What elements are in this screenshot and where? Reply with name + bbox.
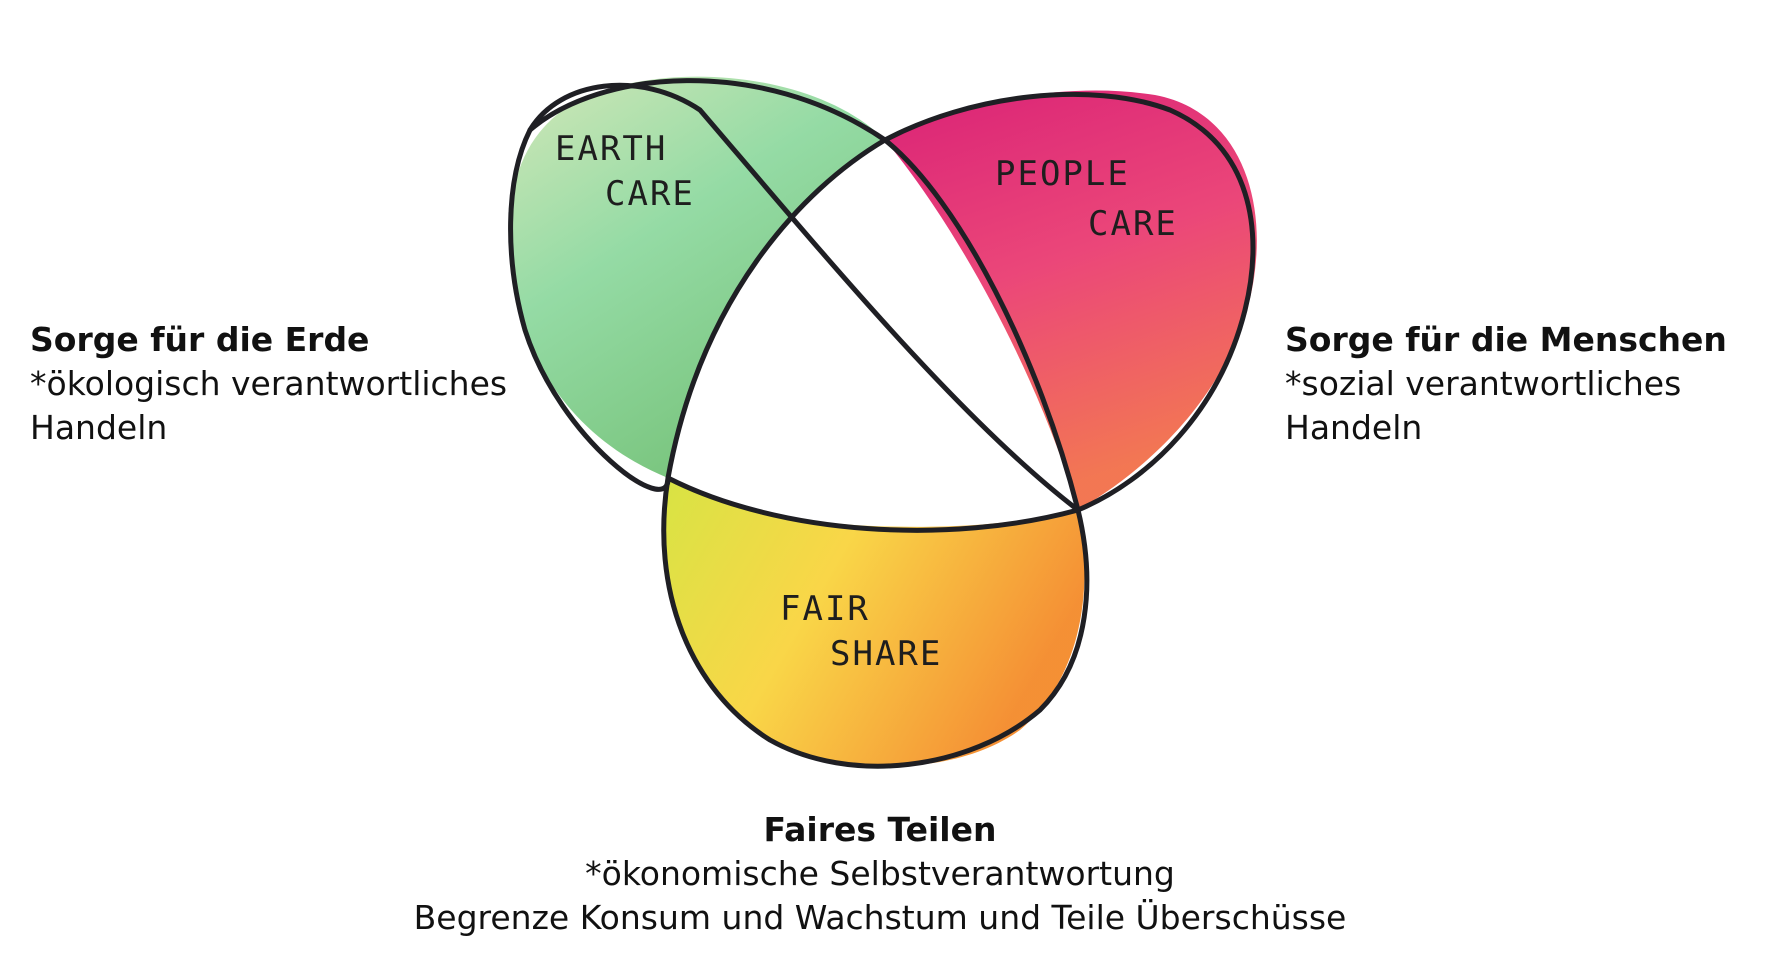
people-care-caption: Sorge für die Menschen *sozial verantwor… [1285, 318, 1765, 450]
fair-share-heading: Faires Teilen [763, 810, 997, 849]
earth-care-label-line2: CARE [605, 174, 695, 214]
center-overlap [668, 140, 1078, 527]
earth-care-description-line2: Handeln [30, 408, 168, 447]
earth-care-caption: Sorge für die Erde *ökologisch verantwor… [30, 318, 590, 450]
earth-care-description-line1: *ökologisch verantwortliches [30, 364, 508, 403]
fair-share-outline-top [665, 137, 888, 481]
earth-care-label-line1: EARTH [555, 129, 667, 169]
fair-share-description-line1: *ökonomische Selbstverantwortung [585, 854, 1175, 893]
fair-share-outline [661, 475, 1090, 769]
earth-care-heading: Sorge für die Erde [30, 320, 370, 359]
people-care-label-line1: PEOPLE [995, 154, 1130, 194]
circle-outlines [508, 78, 1256, 769]
people-care-label-line2: CARE [1088, 204, 1178, 244]
people-care-circle [885, 90, 1257, 510]
people-care-heading: Sorge für die Menschen [1285, 320, 1727, 359]
fair-share-caption: Faires Teilen *ökonomische Selbstverantw… [300, 808, 1460, 940]
fair-share-description-line2: Begrenze Konsum und Wachstum und Teile Ü… [413, 898, 1347, 937]
earth-care-outline [508, 82, 1081, 513]
people-care-outline [882, 91, 1256, 513]
fair-share-label-line2: SHARE [830, 634, 942, 674]
people-care-description-line1: *sozial verantwortliches [1285, 364, 1682, 403]
people-care-description-line2: Handeln [1285, 408, 1423, 447]
fair-share-label-line1: FAIR [780, 589, 870, 629]
fair-share-circle [665, 478, 1085, 767]
inner-bottom-arc [665, 475, 1081, 533]
